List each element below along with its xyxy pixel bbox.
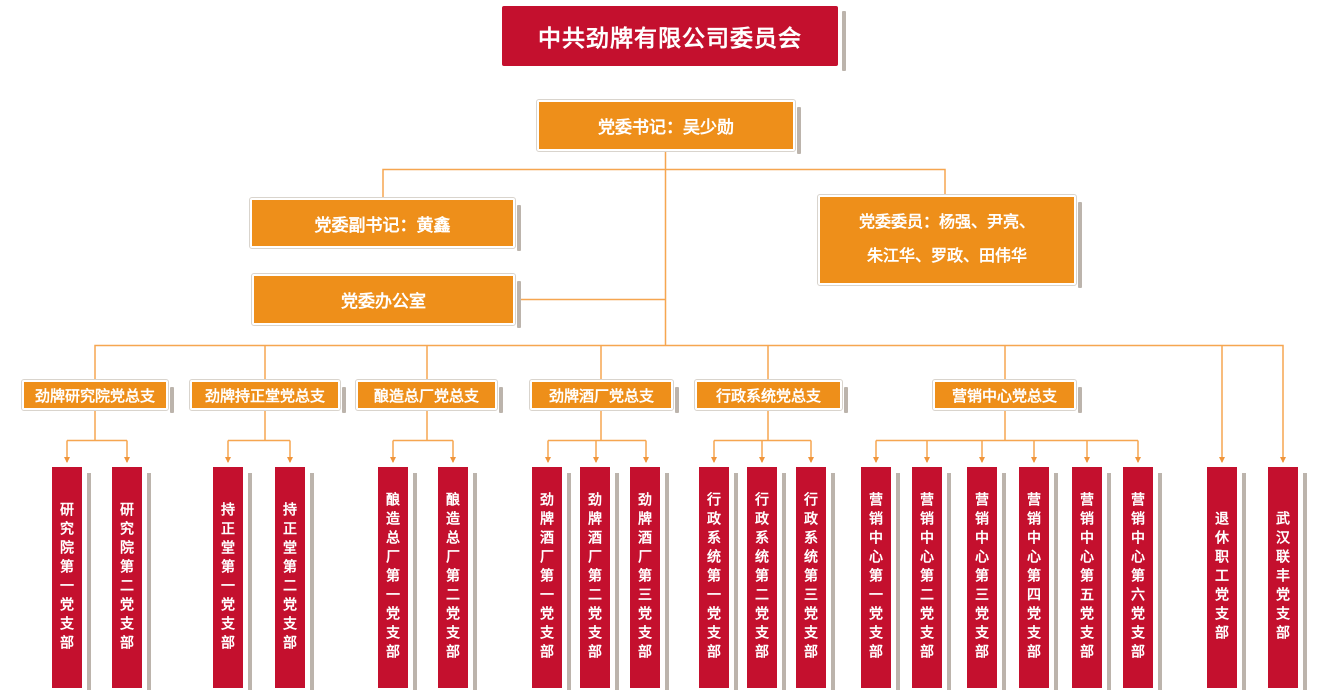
sub-branch-label: 营销中心第六党支部 [1130,492,1146,663]
sub-branch-label: 行政系统第一党支部 [706,492,722,663]
sub-branch-bar: 研究院第一党支部 [52,467,91,690]
committee-members-node: 党委委员：杨强、尹亮、 朱江华、罗政、田伟华 [817,194,1082,288]
sub-branch-bar: 酿造总厂第二党支部 [438,467,477,690]
sub-branch-label: 劲牌酒厂第一党支部 [539,492,555,663]
general-branch-node-winery: 劲牌酒厂党总支 [529,379,679,413]
sub-branch-bar: 营销中心第五党支部 [1072,467,1111,690]
sub-branch-bar: 行政系统第二党支部 [747,467,786,690]
sub-branch-label: 营销中心第二党支部 [919,492,935,663]
sub-branch-label: 武汉联丰党支部 [1275,511,1291,644]
sub-branch-label: 营销中心第三党支部 [974,492,990,663]
sub-branch-label: 劲牌酒厂第二党支部 [587,492,603,663]
party-secretary-node: 党委书记：吴少勋 [536,99,801,154]
sub-branch-bar: 营销中心第六党支部 [1123,467,1162,690]
general-branch-node-chizhengtang: 劲牌持正堂党总支 [189,379,346,413]
sub-branch-label: 持正堂第二党支部 [282,501,298,654]
general-branch-node-admin: 行政系统党总支 [694,379,848,413]
sub-branch-bar: 研究院第二党支部 [112,467,151,690]
sub-branch-bar: 营销中心第二党支部 [912,467,951,690]
sub-branch-label: 酿造总厂第二党支部 [445,492,461,663]
sub-branch-label: 行政系统第三党支部 [803,492,819,663]
sub-branch-label: 持正堂第一党支部 [220,501,236,654]
sub-branch-label: 行政系统第二党支部 [754,492,770,663]
sub-branch-label: 退休职工党支部 [1214,511,1230,644]
sub-branch-label: 营销中心第一党支部 [868,492,884,663]
root-committee-node: 中共劲牌有限公司委员会 [502,6,846,71]
sub-branch-bar: 营销中心第一党支部 [861,467,900,690]
sub-branch-bar: 持正堂第一党支部 [213,467,252,690]
sub-branch-bar: 行政系统第一党支部 [699,467,738,690]
sub-branch-bar-wuhan: 武汉联丰党支部 [1268,467,1307,690]
deputy-secretary-node: 党委副书记：黄鑫 [249,197,521,251]
general-branch-node-marketing: 营销中心党总支 [932,379,1082,413]
sub-branch-bar: 持正堂第二党支部 [275,467,314,690]
sub-branch-label: 酿造总厂第一党支部 [385,492,401,663]
sub-branch-bar: 营销中心第三党支部 [967,467,1006,690]
sub-branch-bar: 酿造总厂第一党支部 [378,467,417,690]
sub-branch-label: 研究院第二党支部 [119,501,135,654]
sub-branch-label: 营销中心第四党支部 [1026,492,1042,663]
sub-branch-label: 营销中心第五党支部 [1079,492,1095,663]
general-branch-node-brewery: 酿造总厂党总支 [355,379,503,413]
sub-branch-bar: 行政系统第三党支部 [796,467,835,690]
general-branch-node-research: 劲牌研究院党总支 [21,379,174,413]
sub-branch-bar: 劲牌酒厂第三党支部 [630,467,669,690]
sub-branch-label: 劲牌酒厂第三党支部 [637,492,653,663]
sub-branch-bar-retired: 退休职工党支部 [1207,467,1246,690]
committee-members-line1: 党委委员：杨强、尹亮、 [858,214,1035,231]
committee-members-line2: 朱江华、罗政、田伟华 [866,248,1027,265]
sub-branch-bar: 营销中心第四党支部 [1019,467,1058,690]
party-office-node: 党委办公室 [251,273,521,328]
sub-branch-label: 研究院第一党支部 [59,501,75,654]
sub-branch-bar: 劲牌酒厂第一党支部 [532,467,571,690]
sub-branch-bar: 劲牌酒厂第二党支部 [580,467,619,690]
